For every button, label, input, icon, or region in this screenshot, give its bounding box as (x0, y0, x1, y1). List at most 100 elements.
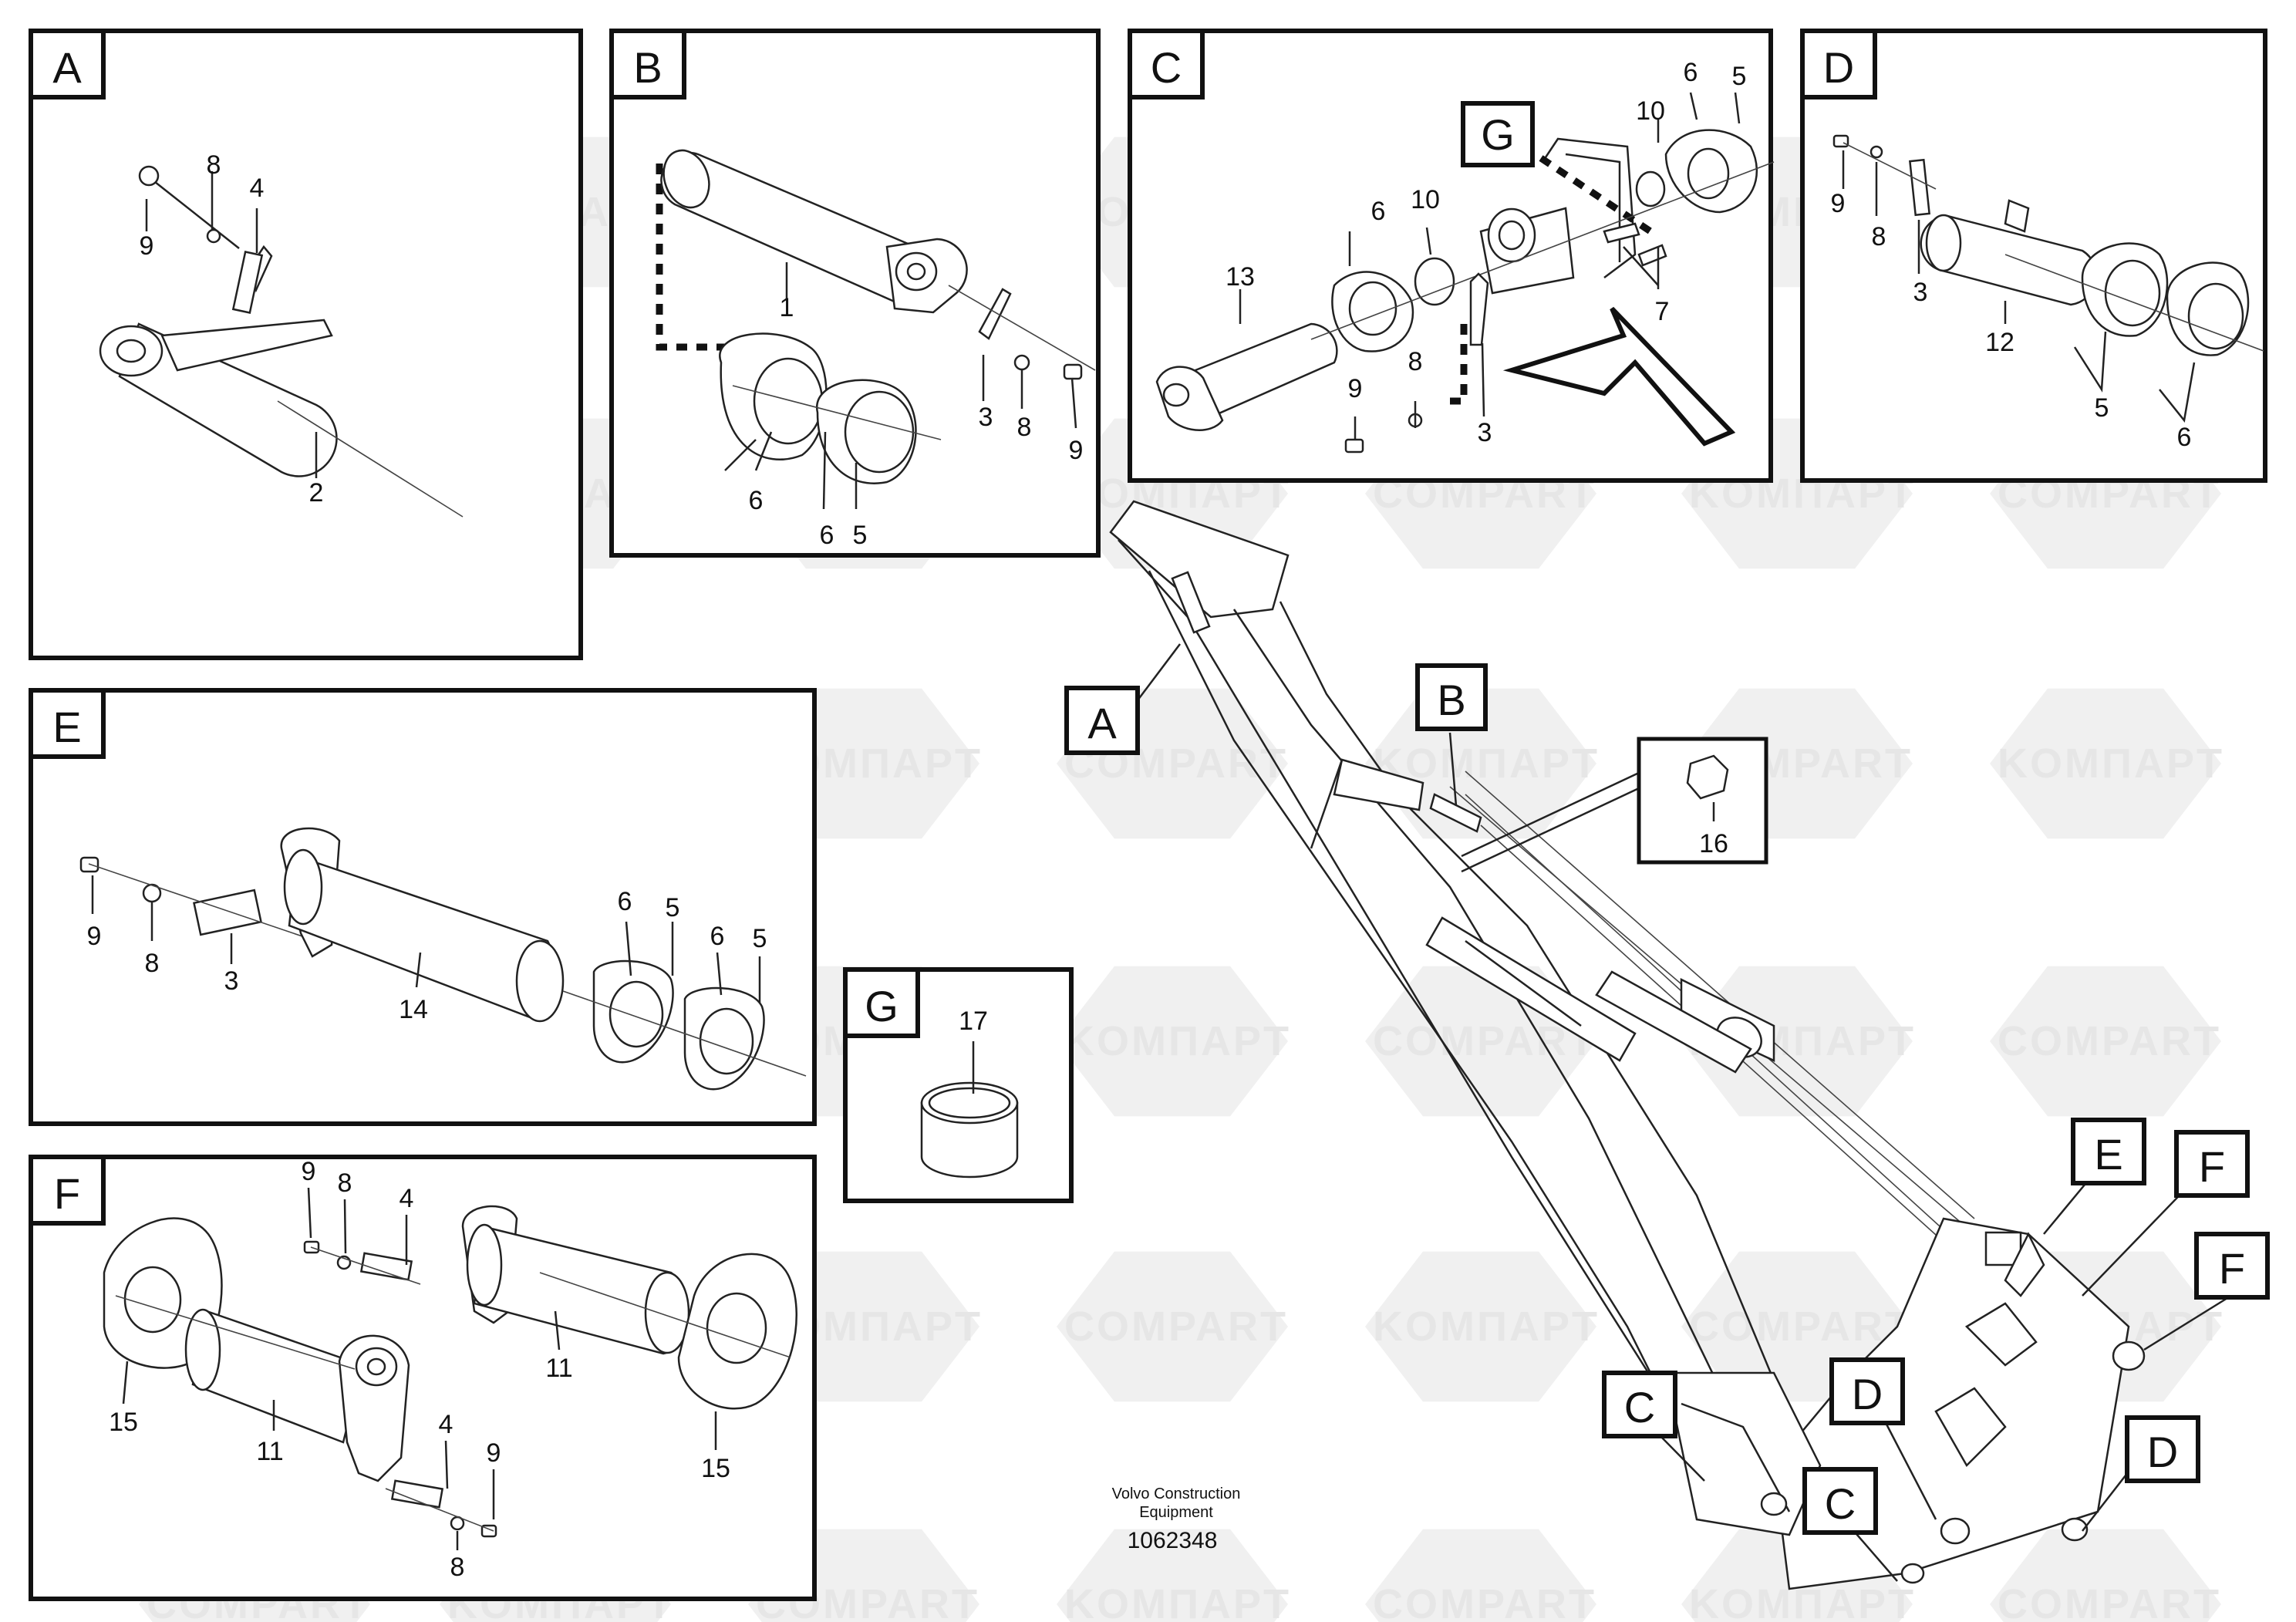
callout-4: 4 (439, 1410, 453, 1439)
callout-3: 3 (979, 403, 993, 432)
panel-f-letter: F (54, 1169, 80, 1218)
watermark-text: KOMΠAPT (1064, 1018, 1291, 1064)
main-callout-16: 16 (1699, 829, 1728, 858)
callout-5: 5 (853, 521, 868, 550)
pin-assembly-e-drawing (79, 827, 807, 1091)
callout-9: 9 (1831, 189, 1846, 218)
panel-d-letter: D (1823, 43, 1854, 92)
callout-17: 17 (959, 1007, 988, 1036)
footer-caption: Volvo Construction Equipment 1062348 (1112, 1485, 1241, 1553)
bushing-drawing (920, 1041, 1019, 1179)
main-label-d: D (1852, 1370, 1883, 1418)
main-label-f: F (2199, 1142, 2225, 1191)
panel-e-letter: E (52, 703, 81, 751)
pin-assembly-c-drawing (1155, 92, 1775, 454)
panel-e: E 9 8 3 14 6 5 (29, 688, 817, 1126)
watermark-text: COMPART (1998, 1581, 2221, 1622)
watermark-text: COMPART (1064, 1303, 1288, 1350)
watermark-text: COMPART (1689, 1303, 1913, 1350)
callout-15: 15 (701, 1454, 730, 1483)
callout-3: 3 (1913, 278, 1928, 307)
pin-assembly-a-drawing (99, 165, 464, 518)
callout-3: 3 (224, 966, 239, 996)
main-label-c: C (1624, 1383, 1655, 1431)
callout-6: 6 (820, 521, 834, 550)
main-label-b: B (1437, 676, 1465, 724)
callout-11: 11 (256, 1437, 283, 1466)
callout-9: 9 (302, 1157, 316, 1186)
panel-c-letter: C (1151, 43, 1182, 92)
main-label-c: C (1825, 1479, 1856, 1528)
callout-2: 2 (309, 478, 324, 508)
panel-a: A 9 8 4 2 (29, 29, 583, 660)
callout-8: 8 (1872, 222, 1886, 251)
callout-5: 5 (753, 924, 767, 953)
watermark-hex (1990, 966, 2221, 1117)
callout-6: 6 (618, 887, 632, 916)
panel-g: G 17 (843, 967, 1074, 1203)
callout-9: 9 (87, 922, 102, 951)
pin-assembly-b-drawing (656, 149, 1096, 510)
callout-3: 3 (1478, 418, 1492, 447)
callout-9: 9 (1069, 436, 1084, 465)
callout-8: 8 (207, 150, 221, 180)
callout-6: 6 (1371, 197, 1386, 226)
callout-6: 6 (1684, 58, 1698, 87)
watermark-text: COMPART (1998, 1018, 2221, 1064)
caption-line-2: Equipment (1139, 1504, 1213, 1521)
callout-6: 6 (2177, 423, 2192, 452)
callout-1: 1 (780, 293, 794, 322)
document-number: 1062348 (1128, 1528, 1218, 1553)
main-label-e: E (2094, 1130, 2122, 1179)
pin-assembly-d-drawing (1832, 134, 2264, 423)
panel-a-letter: A (52, 43, 82, 92)
callout-5: 5 (666, 893, 680, 922)
callout-8: 8 (450, 1553, 465, 1582)
callout-11: 11 (545, 1354, 572, 1383)
main-label-a: A (1087, 699, 1117, 747)
panel-d: D 9 8 3 12 5 6 (1800, 29, 2267, 483)
callout-9: 9 (140, 231, 154, 261)
panel-g-letter: G (865, 982, 899, 1030)
pin-assembly-f-drawing (103, 1187, 797, 1550)
callout-12: 12 (1985, 328, 2014, 357)
watermark-hex (1990, 1529, 2221, 1622)
watermark-hex (1057, 966, 1288, 1117)
callout-6: 6 (749, 486, 764, 515)
callout-10: 10 (1636, 96, 1665, 126)
callout-9: 9 (1348, 374, 1363, 403)
main-label-d: D (2147, 1428, 2178, 1476)
panel-b-letter: B (633, 43, 662, 92)
watermark-text: KOMΠAPT (1373, 1303, 1600, 1350)
watermark-hex (1990, 688, 2221, 839)
callout-8: 8 (338, 1168, 352, 1198)
panel-c: C (1128, 29, 1775, 483)
watermark-text: KOMΠAPT (1064, 1581, 1291, 1622)
watermark-hex (1365, 1529, 1596, 1622)
callout-13: 13 (1226, 262, 1255, 292)
callout-8: 8 (1017, 413, 1032, 442)
watermark-text: KOMΠAPT (1998, 740, 2224, 787)
watermark-hex (1057, 1251, 1288, 1402)
callout-4: 4 (400, 1184, 414, 1213)
watermark-hex (1365, 1251, 1596, 1402)
callout-15: 15 (109, 1408, 138, 1437)
callout-5: 5 (1732, 62, 1747, 91)
callout-7: 7 (1655, 297, 1670, 326)
main-label-f: F (2219, 1244, 2245, 1293)
callout-leaders (1137, 643, 2228, 1582)
caption-line-1: Volvo Construction (1112, 1485, 1241, 1502)
callout-4: 4 (250, 174, 265, 203)
callout-5: 5 (2095, 393, 2109, 423)
panel-f: F (29, 1155, 817, 1601)
callout-9: 9 (487, 1438, 501, 1468)
boom-main-view: A B 16 E F F C D C D (1064, 500, 2270, 1590)
watermark-hex (1057, 1529, 1288, 1622)
callout-14: 14 (399, 995, 428, 1024)
callout-8: 8 (145, 949, 160, 978)
panel-b: B 1 6 3 8 (609, 29, 1101, 558)
callout-10: 10 (1411, 185, 1440, 214)
callout-8: 8 (1408, 347, 1423, 376)
watermark-hex (1681, 966, 1913, 1117)
